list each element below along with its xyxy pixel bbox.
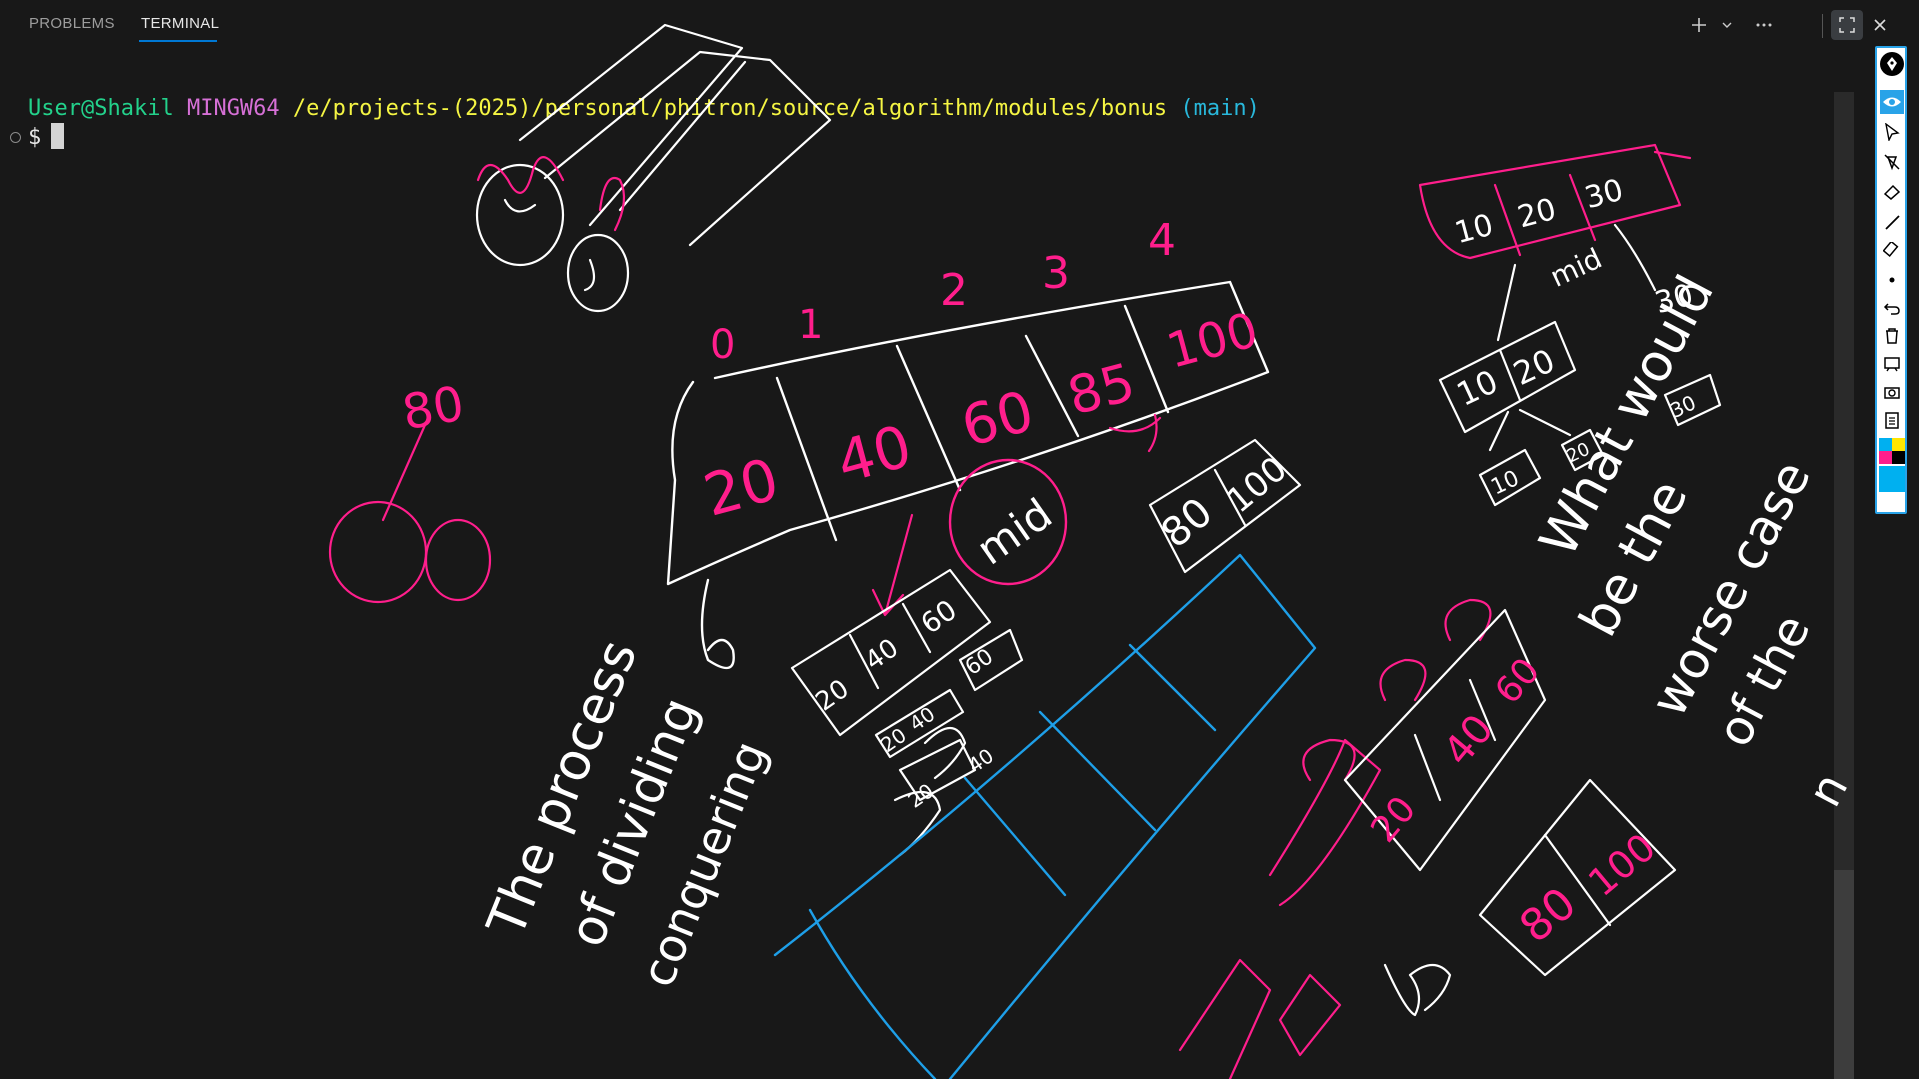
chevron-down-icon[interactable] [1718, 10, 1736, 40]
prompt-host: MINGW64 [186, 96, 280, 121]
close-panel-icon[interactable] [1865, 10, 1895, 40]
color-swatch-pink[interactable] [1879, 451, 1892, 464]
annotation-toolbar [1875, 46, 1907, 514]
prompt-symbol: $ [28, 125, 42, 150]
clipboard-icon[interactable] [1880, 408, 1904, 432]
terminal-output[interactable]: User@Shakil MINGW64 /e/projects-(2025)/p… [0, 95, 1830, 1079]
new-terminal-plus-icon[interactable] [1684, 10, 1714, 40]
prompt-branch: (main) [1180, 96, 1260, 121]
undo-icon[interactable] [1880, 296, 1904, 320]
disable-pen-icon[interactable] [1880, 150, 1904, 174]
maximize-panel-icon[interactable] [1831, 10, 1863, 40]
line-tool-icon[interactable] [1880, 210, 1904, 234]
prompt-line: User@Shakil MINGW64 /e/projects-(2025)/p… [28, 95, 1260, 123]
active-tab-indicator [139, 40, 217, 42]
prompt-user: User@Shakil [28, 96, 174, 121]
tab-terminal[interactable]: TERMINAL [141, 15, 220, 32]
eraser-icon[interactable] [1880, 180, 1904, 204]
current-color-swatch[interactable] [1879, 466, 1905, 492]
pen-logo-icon[interactable] [1880, 52, 1904, 76]
color-swatch-yellow[interactable] [1892, 438, 1905, 451]
tab-problems[interactable]: PROBLEMS [29, 15, 115, 32]
prompt-path: /e/projects-(2025)/personal/phitron/sour… [292, 96, 1168, 121]
board-icon[interactable] [1880, 352, 1904, 376]
panel-header: PROBLEMS TERMINAL [0, 0, 1919, 50]
snapshot-icon[interactable] [1880, 380, 1904, 404]
dot-icon[interactable] [1880, 268, 1904, 292]
color-swatch-black[interactable] [1892, 451, 1905, 464]
eye-icon[interactable] [1880, 90, 1904, 114]
terminal-cursor [51, 123, 65, 149]
terminal-scrollbar-track[interactable] [1834, 92, 1854, 1079]
highlighter-icon[interactable] [1880, 238, 1904, 262]
header-separator [1822, 14, 1823, 38]
input-line[interactable]: $ [28, 123, 65, 152]
terminal-scrollbar-thumb[interactable] [1834, 870, 1854, 1079]
trash-icon[interactable] [1880, 324, 1904, 348]
command-decoration-circle-icon[interactable] [10, 132, 21, 143]
color-swatch-cyan[interactable] [1879, 438, 1892, 451]
cursor-icon[interactable] [1880, 120, 1904, 144]
more-actions-icon[interactable] [1749, 10, 1779, 40]
